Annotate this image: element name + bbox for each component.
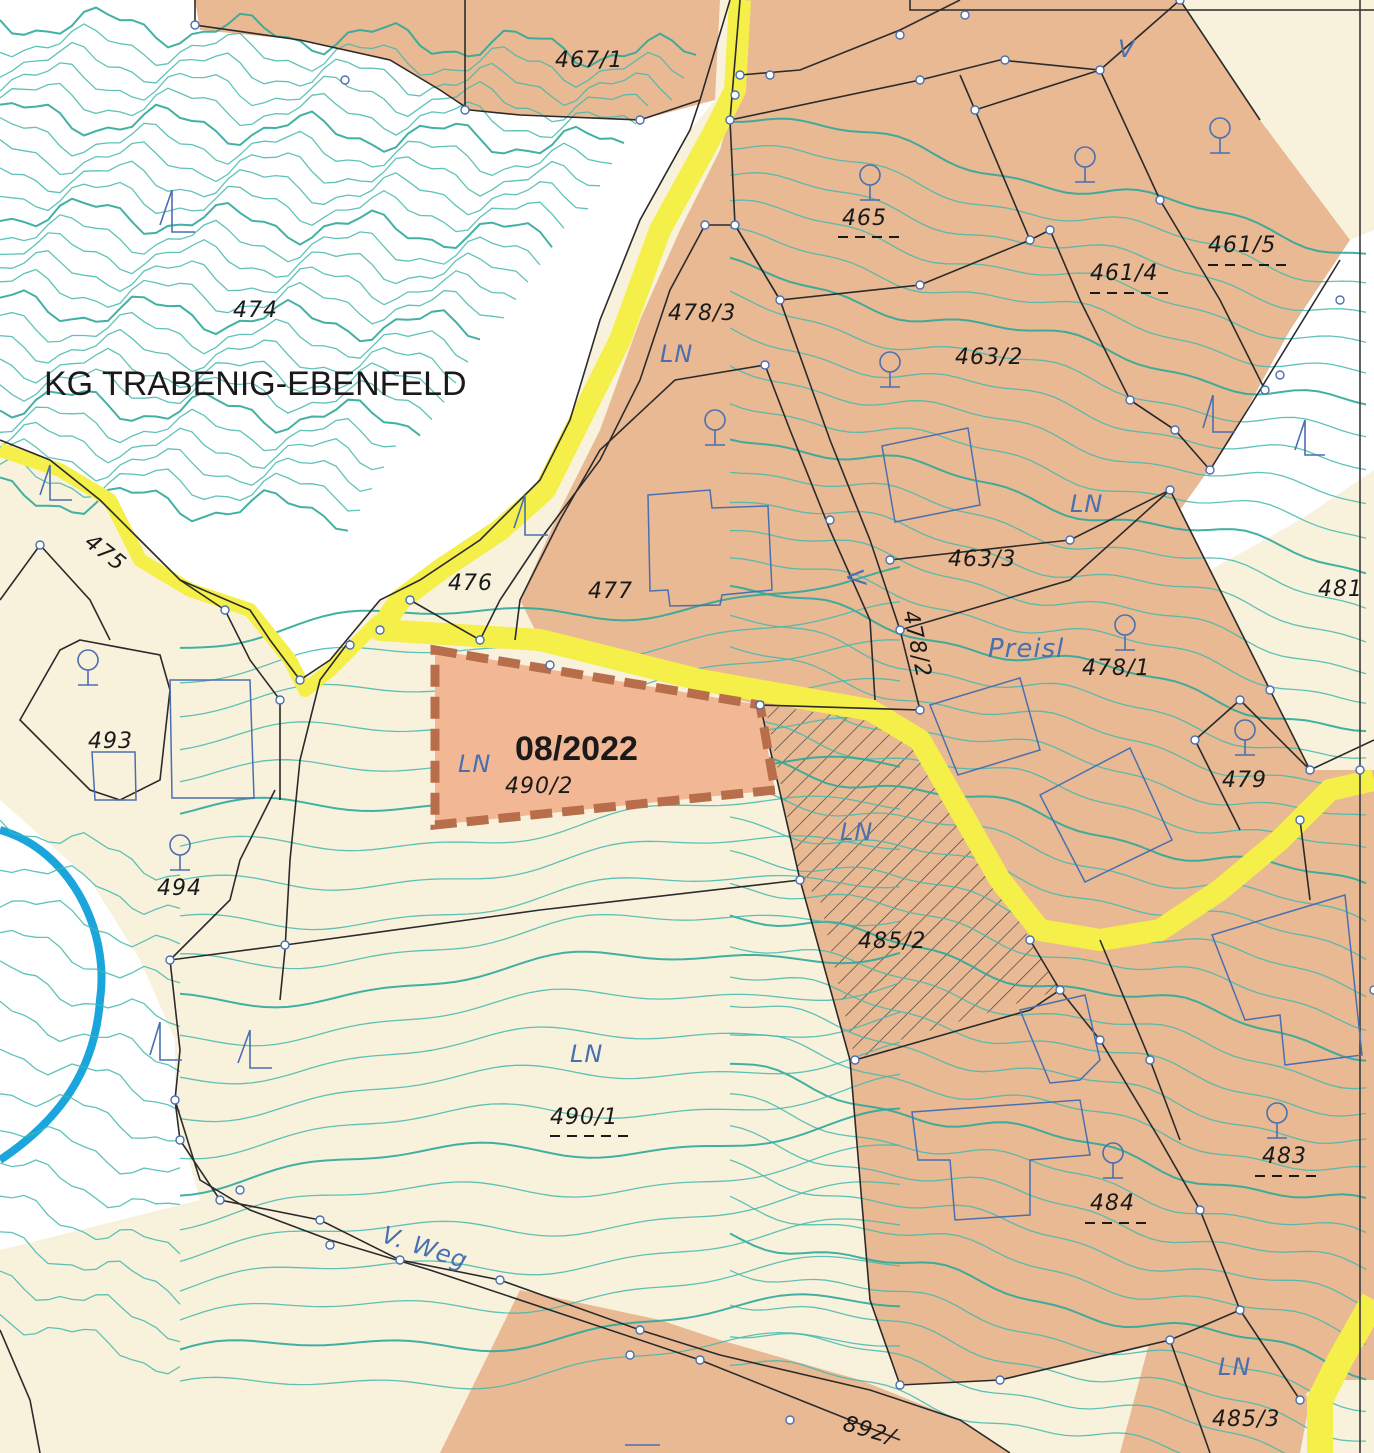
- parcel-463-2-label: 463/2: [955, 345, 1023, 370]
- area-493: [20, 640, 170, 800]
- parcel-465-label: 465: [842, 206, 887, 231]
- parcel-461-4-label: 461/4: [1090, 261, 1158, 286]
- building-477: [647, 489, 773, 607]
- building-463-2: [881, 427, 981, 523]
- parcel-484-label: 484: [1090, 1191, 1135, 1216]
- plan-id-label: 08/2022: [515, 730, 638, 768]
- forest-area-right: [1180, 230, 1374, 570]
- water-body: [0, 826, 106, 1164]
- building-493-b: [91, 751, 137, 801]
- landuse-ln-478-3: LN: [660, 340, 693, 368]
- building-land-467-1: [195, 0, 720, 120]
- symbol-v-478-2: V: [840, 567, 871, 590]
- parcel-476-label: 476: [448, 571, 493, 596]
- building-land-lower-right: [1120, 1310, 1310, 1453]
- symbol-v-top: V: [1118, 35, 1136, 63]
- parcel-481-label: 481: [1318, 577, 1363, 602]
- parcel-underlines: [550, 236, 1318, 1224]
- parcel-474-label: 474: [233, 298, 278, 323]
- parcel-485-2-label: 485/2: [858, 929, 926, 954]
- landuse-ln-485-2: LN: [840, 818, 873, 846]
- parcel-461-5-label: 461/5: [1208, 233, 1276, 258]
- parcel-478-1-label: 478/1: [1082, 656, 1150, 681]
- landuse-ln-485-3: LN: [1218, 1353, 1251, 1381]
- parcel-463-3-label: 463/3: [948, 547, 1016, 572]
- parcel-467-1-label: 467/1: [555, 48, 623, 73]
- place-name-label: KG TRABENIG-EBENFELD: [44, 365, 467, 403]
- landuse-ln-463-3: LN: [1070, 490, 1103, 518]
- plan-area-08-2022[interactable]: [430, 644, 781, 830]
- parcel-478-3-label: 478/3: [668, 301, 736, 326]
- map-labels: KG TRABENIG-EBENFELD 08/2022 467/1 465 4…: [44, 35, 1363, 1451]
- building-481: [1211, 894, 1363, 1066]
- boundary-points: [35, 0, 1374, 1425]
- map-symbols: [39, 117, 1325, 1179]
- landuse-ln-490-2: LN: [458, 750, 491, 778]
- field-name-preisl: Preisl: [988, 634, 1064, 664]
- contour-lines: [0, 6, 1367, 1453]
- parcel-490-2-label: 490/2: [505, 774, 573, 799]
- hatched-area-485-2: [765, 705, 1060, 1060]
- building-484-b: [911, 1099, 1091, 1221]
- parcel-479-label: 479: [1222, 768, 1267, 793]
- building-484-a: [1018, 994, 1101, 1084]
- parcel-483-label: 483: [1262, 1144, 1307, 1169]
- building-493-a: [169, 679, 255, 799]
- parcel-494-label: 494: [157, 876, 202, 901]
- parcel-477-label: 477: [588, 579, 633, 604]
- building-478-1-b: [1038, 746, 1173, 883]
- building-478-1-a: [928, 677, 1041, 776]
- landuse-ln-490-1: LN: [570, 1040, 603, 1068]
- buildings: [91, 427, 1363, 1446]
- parcel-485-3-label: 485/3: [1212, 1407, 1280, 1432]
- parcel-490-1-label: 490/1: [550, 1105, 618, 1130]
- parcel-493-label: 493: [88, 729, 133, 754]
- building-land-lower: [470, 1290, 1010, 1453]
